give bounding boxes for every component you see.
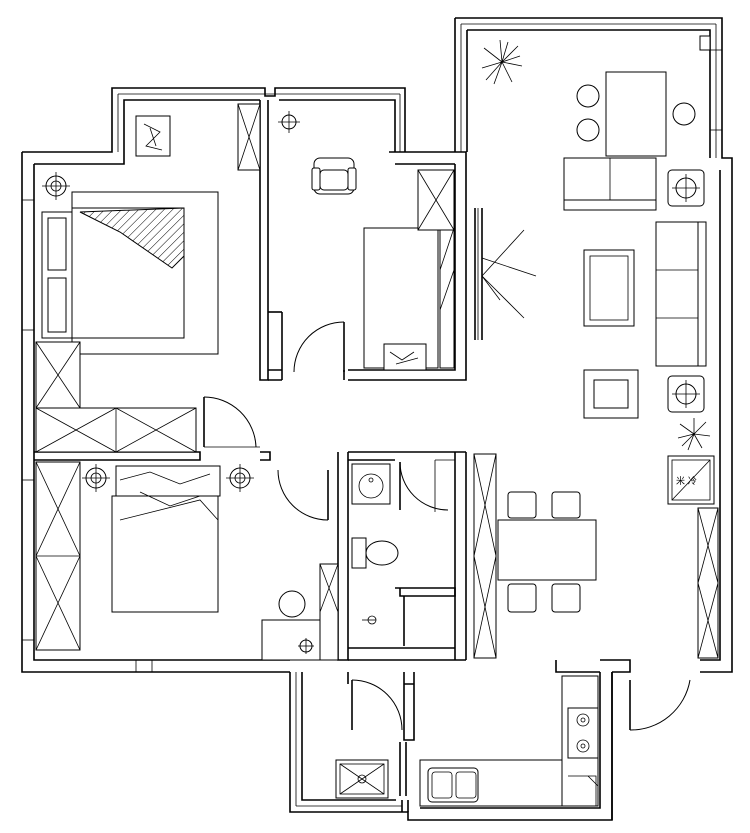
washbasin <box>351 463 391 505</box>
lamp-icon <box>226 464 254 492</box>
kitchen <box>419 675 599 807</box>
cabinet <box>319 563 339 661</box>
bathroom <box>351 463 399 625</box>
chair <box>551 583 581 613</box>
stool <box>278 590 306 618</box>
second-bedroom <box>35 461 339 661</box>
washing-machine-icon <box>335 759 389 799</box>
living-room: 米 冷 <box>481 39 719 659</box>
plant-icon <box>143 123 163 151</box>
study-room <box>278 111 455 371</box>
master-bedroom <box>35 103 261 453</box>
plant-icon <box>677 418 711 451</box>
dining-area <box>473 453 597 659</box>
laundry-area <box>335 759 389 799</box>
sink-icon <box>427 767 479 803</box>
chair <box>507 491 537 519</box>
dining-table <box>605 71 667 157</box>
second-bed <box>111 495 219 613</box>
lamp-icon <box>667 169 705 207</box>
plant-icon <box>481 39 523 85</box>
cabinet-tag: 米 冷 <box>676 475 697 487</box>
chair <box>507 583 537 613</box>
dining-table <box>497 519 597 581</box>
storage-cabinet <box>697 507 719 659</box>
doors <box>203 208 691 796</box>
lamp-icon <box>278 111 300 133</box>
coffee-table <box>583 249 635 327</box>
stove-icon <box>567 707 599 759</box>
lamp-icon <box>667 375 705 413</box>
exterior-walls <box>21 17 733 821</box>
shower-icon <box>362 615 377 625</box>
bed-cover-fold <box>79 207 185 269</box>
lamp-icon <box>298 638 314 654</box>
lamp-icon <box>42 172 70 200</box>
toilet-icon <box>351 537 399 569</box>
chair <box>551 491 581 519</box>
pillow-icon <box>389 351 419 365</box>
lamp-icon <box>82 464 110 492</box>
windows <box>22 49 722 672</box>
sideboard <box>473 453 497 659</box>
armchair <box>311 157 357 195</box>
